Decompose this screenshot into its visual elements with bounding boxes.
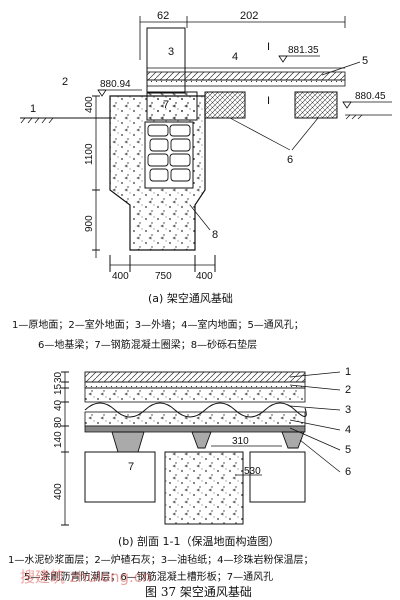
b-label-5: 5: [345, 444, 351, 456]
b-label-4: 4: [345, 424, 351, 436]
dim-310: 310: [232, 436, 249, 447]
vdim-400: 400: [84, 96, 95, 113]
bdim-80: 80: [53, 416, 64, 428]
label-8: 8: [212, 229, 218, 241]
dim-530: 530: [244, 466, 261, 477]
bdim-140: 140: [53, 431, 64, 448]
section-mark-top: I: [267, 41, 270, 53]
figure-title: 图 37 架空通风基础: [145, 585, 252, 599]
label-7-bottom: 7: [128, 461, 134, 473]
watermark-text: 搜建筑 zhulong.cn: [20, 568, 152, 586]
label-2: 2: [62, 76, 68, 88]
b-label-3: 3: [345, 404, 351, 416]
elev-880-94: 880.94: [100, 79, 131, 90]
legend-b-line1: 1—水泥砂浆面层；2—炉碴石灰；3—油毡纸；4—珍珠岩粉保温层；: [8, 553, 313, 566]
vdim-900: 900: [84, 215, 95, 232]
bdim-40: 40: [53, 399, 64, 411]
bdim-400: 400: [53, 483, 64, 500]
label-1: 1: [30, 103, 36, 115]
hdim-400-b: 400: [196, 271, 213, 282]
b-label-6: 6: [345, 466, 351, 478]
bdim-30: 30: [53, 371, 64, 383]
legend-a-line2: 6—地基梁；7—钢筋混凝土圈梁；8—砂砾石垫层: [38, 338, 257, 351]
top-drawing: 62 202 3 4 I I 881.35 5 7 6 880.: [12, 10, 392, 351]
caption-b: (b) 剖面 1-1（保温地面构造图）: [118, 534, 280, 548]
vdim-1100: 1100: [84, 143, 95, 165]
section-mark-bottom: I: [267, 95, 270, 107]
legend-b-line2: 5—涂刷沥青防潮层；6—钢筋混凝土槽形板；7—通风孔: [24, 570, 273, 583]
hdim-400-a: 400: [112, 271, 129, 282]
label-5: 5: [362, 55, 368, 67]
caption-a: (a) 架空通风基础: [148, 291, 233, 305]
label-6: 6: [287, 154, 293, 166]
bdim-15: 15: [53, 383, 64, 395]
elev-881-35: 881.35: [288, 45, 319, 56]
b-label-1: 1: [345, 366, 351, 378]
hdim-750: 750: [155, 271, 172, 282]
label-3: 3: [168, 46, 174, 58]
legend-a-line1: 1—原地面；2—室外地面；3—外墙；4—室内地面；5—通风孔；: [12, 318, 304, 331]
dim-62: 62: [157, 10, 169, 22]
bottom-drawing: 310 7 530 30 15 40 80 140 400 1: [8, 366, 351, 599]
label-4: 4: [232, 51, 238, 63]
b-label-2: 2: [345, 384, 351, 396]
elev-880-45: 880.45: [355, 91, 386, 102]
dim-202: 202: [240, 10, 258, 22]
